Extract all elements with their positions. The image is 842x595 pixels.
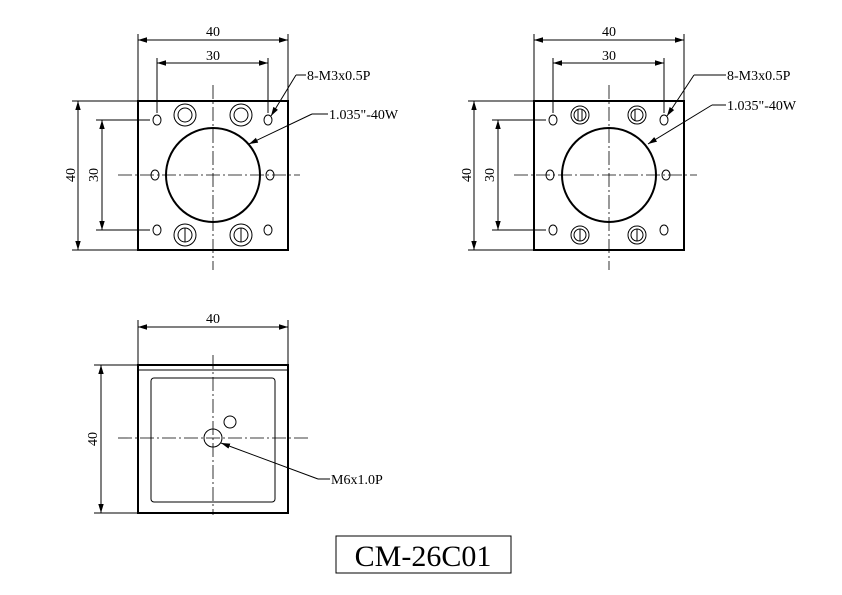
model-title: CM-26C01 bbox=[355, 540, 492, 573]
pin-hole bbox=[223, 415, 237, 429]
title-block: CM-26C01 bbox=[335, 535, 512, 574]
dim-height-inner: 30 bbox=[87, 168, 102, 182]
m6-tap-hole bbox=[203, 428, 223, 448]
m3-holes bbox=[545, 114, 671, 236]
callout-bore-thread: 1.035"-40W bbox=[329, 108, 399, 123]
callout-m6-tap: M6x1.0P bbox=[331, 473, 383, 488]
bottom-view: 40 40 M6x1.0P bbox=[86, 312, 383, 515]
top-left-view: 40 30 40 30 8-M3x0.5P 1.035"-40W bbox=[64, 25, 399, 270]
top-right-view: 40 30 40 30 8-M3x0.5P 1.035"-40W bbox=[460, 25, 797, 270]
dim-width-outer: 40 bbox=[602, 25, 616, 40]
callout-bore-thread: 1.035"-40W bbox=[727, 99, 797, 114]
dim-height: 40 bbox=[86, 432, 101, 446]
dim-width-inner: 30 bbox=[206, 49, 220, 64]
dim-height-inner: 30 bbox=[483, 168, 498, 182]
dim-width: 40 bbox=[206, 312, 220, 327]
title-box bbox=[335, 535, 512, 574]
m3-holes bbox=[150, 114, 275, 236]
callout-m3-holes: 8-M3x0.5P bbox=[727, 69, 791, 84]
threaded-bore bbox=[165, 127, 261, 223]
callout-m3-holes: 8-M3x0.5P bbox=[307, 69, 371, 84]
dim-width-outer: 40 bbox=[206, 25, 220, 40]
dim-height-outer: 40 bbox=[460, 168, 475, 182]
threaded-bore bbox=[561, 127, 657, 223]
dim-width-inner: 30 bbox=[602, 49, 616, 64]
counterbored-holes bbox=[173, 103, 253, 247]
dim-height-outer: 40 bbox=[64, 168, 79, 182]
counterbored-holes bbox=[570, 105, 647, 245]
